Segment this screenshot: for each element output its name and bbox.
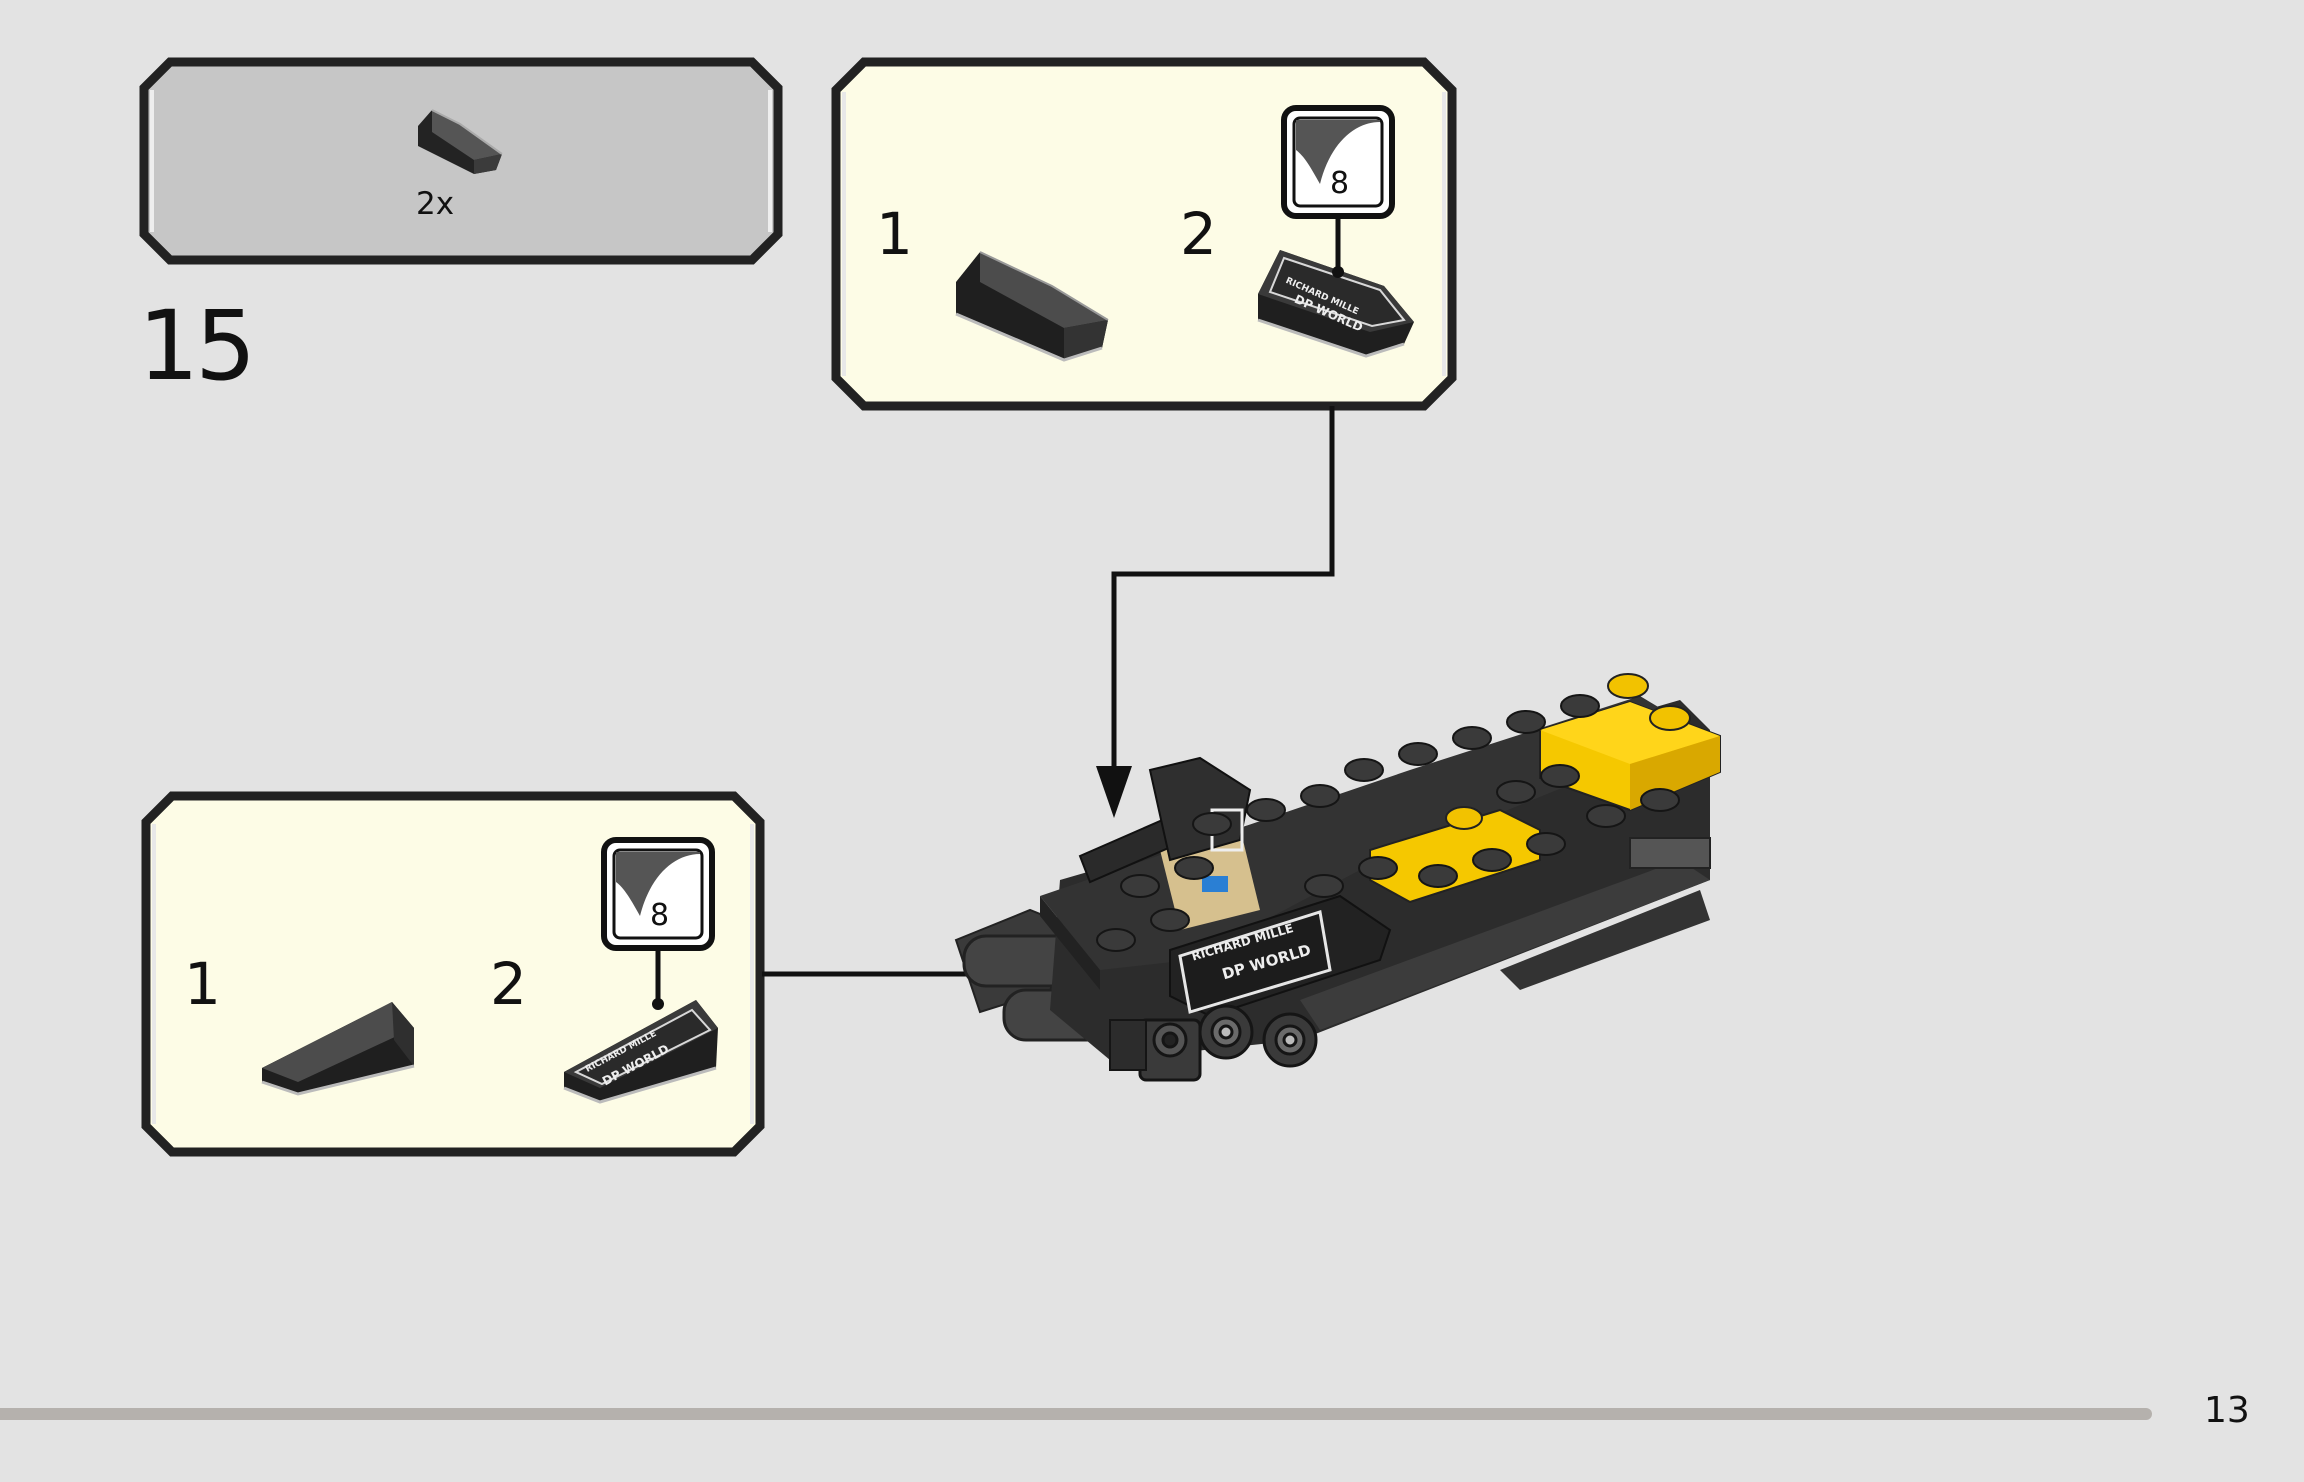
- footer-bar: [0, 1408, 2152, 1420]
- callout-bottom-substep-2-number: 2: [490, 950, 527, 1018]
- yellow-middle-block: [1369, 808, 1541, 904]
- model-sticker: [1178, 910, 1332, 1014]
- step-number: 15: [138, 290, 256, 402]
- callout-bottom-sticker-number: 8: [650, 898, 670, 933]
- callout-top-stickered-brick-icon: [1257, 250, 1414, 358]
- car-model-illustration: [954, 673, 1721, 1082]
- callout-top-slope-brick-icon: [955, 251, 1109, 362]
- callout-bottom-stickered-brick-icon: [563, 1000, 718, 1104]
- callout-top-substep-2-number: 2: [1180, 200, 1217, 268]
- parts-list-quantity: 2x: [416, 186, 455, 222]
- parts-list-slope-brick-icon: [418, 109, 503, 174]
- page-number: 13: [2204, 1390, 2250, 1431]
- callout-top-substep-1-number: 1: [876, 200, 913, 268]
- callout-bottom-substep-1-number: 1: [184, 950, 221, 1018]
- callout-bottom-slope-brick-icon: [261, 1002, 415, 1096]
- callout-top-sticker-badge-icon: [1281, 105, 1395, 278]
- callout-top-sticker-number: 8: [1330, 166, 1350, 201]
- callout-bottom-sticker-badge-icon: [601, 837, 715, 1010]
